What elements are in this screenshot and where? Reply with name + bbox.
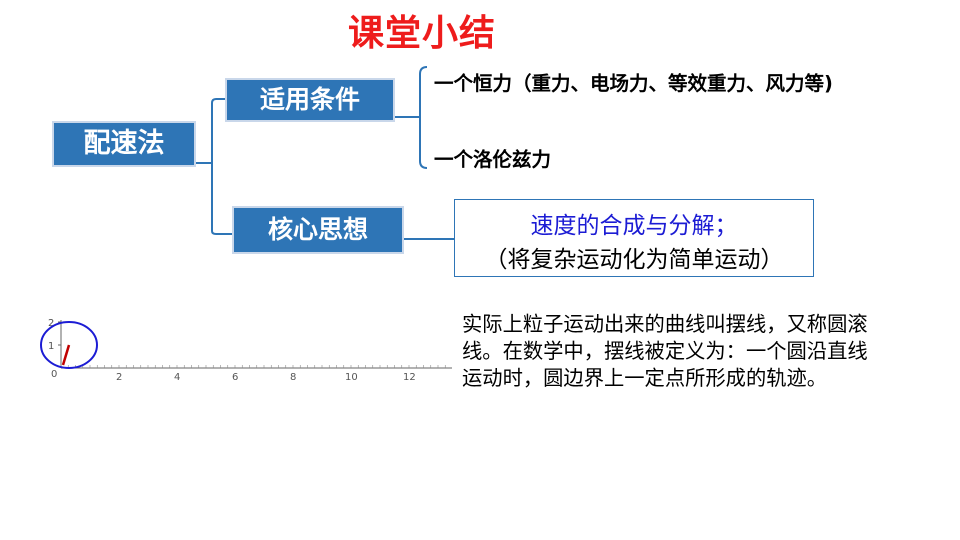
core-idea-detail-box: 速度的合成与分解； （将复杂运动化为简单运动） — [454, 199, 814, 277]
radius-line — [61, 344, 71, 366]
cycloid-plot: 0 2 4 6 8 10 12 1 2 — [40, 318, 452, 383]
description-line: 线。在数学中，摆线被定义为：一个圆沿直线 — [462, 339, 868, 363]
x-tick-label: 12 — [403, 372, 416, 383]
root-branch-bracket — [196, 98, 232, 235]
x-tick-label: 2 — [116, 372, 122, 383]
x-tick-label: 8 — [290, 372, 296, 383]
conditions-node-box: 适用条件 — [225, 78, 395, 122]
core-idea-line1: 速度的合成与分解； — [530, 213, 738, 239]
condition-item-lorentz-force: 一个洛伦兹力 — [434, 148, 552, 171]
y-tick-label: 1 — [48, 341, 54, 352]
core-idea-node-box: 核心思想 — [232, 206, 404, 254]
x-tick-label: 10 — [345, 372, 358, 383]
x-tick-label: 0 — [51, 369, 57, 380]
core-idea-line2: （将复杂运动化为简单运动） — [484, 247, 784, 273]
x-tick-label: 4 — [174, 372, 180, 383]
condition-item-constant-force: 一个恒力（重力、电场力、等效重力、风力等) — [434, 72, 833, 95]
description-line: 运动时，圆边界上一定点所形成的轨迹。 — [462, 366, 828, 390]
y-tick-label: 2 — [48, 318, 54, 329]
description-line: 实际上粒子运动出来的曲线叫摆线，又称圆滚 — [462, 312, 868, 336]
conditions-bracket — [395, 66, 428, 169]
rolling-circle — [40, 321, 98, 369]
page-title: 课堂小结 — [348, 13, 497, 54]
x-tick-label: 6 — [232, 372, 238, 383]
root-node-box: 配速法 — [52, 121, 196, 167]
cycloid-description: 实际上粒子运动出来的曲线叫摆线，又称圆滚 线。在数学中，摆线被定义为：一个圆沿直… — [462, 311, 952, 392]
